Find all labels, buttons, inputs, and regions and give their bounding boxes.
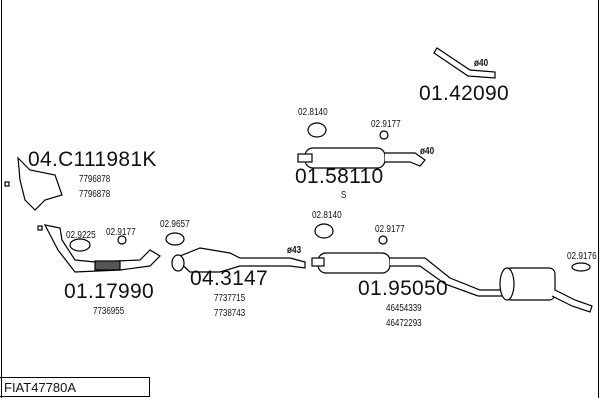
part-ref: 7736955 [93,306,125,317]
diameter-label: ø43 [287,245,302,256]
front-pipe-01-17990 [37,224,161,273]
accessory-label[interactable]: 02.9177 [371,119,401,130]
part-number[interactable]: 01.42090 [419,82,509,105]
part-ref: 7796878 [79,189,111,200]
part-ref: 7737715 [214,293,246,304]
part-number[interactable]: 04.C111981K [28,148,157,171]
accessory-label[interactable]: 02.9225 [66,230,96,241]
part-ref: 46454339 [386,303,422,314]
part-number[interactable]: 04.3147 [190,267,269,290]
part-ref: 46472293 [386,318,422,329]
rear-section-01-95050 [311,223,593,313]
accessory-label[interactable]: 02.9177 [106,227,136,238]
part-number[interactable]: 01.58110 [295,165,384,188]
catalyst-04-3147 [165,232,306,273]
diameter-label: ø40 [420,146,435,157]
accessory-label[interactable]: 02.9176 [567,251,597,262]
accessory-label[interactable]: 02.9657 [160,219,190,230]
diagram-code: FIAT47780A [0,377,150,397]
part-number[interactable]: 01.17990 [64,280,154,303]
pipe-01-42090 [433,47,496,79]
part-ref: S [341,190,347,201]
diameter-label: ø40 [474,58,489,69]
manifold-04-C111981K [4,156,63,211]
part-ref: 7738743 [214,308,246,319]
accessory-label[interactable]: 02.8140 [312,210,342,221]
accessory-label[interactable]: 02.8140 [298,107,328,118]
part-number[interactable]: 01.95050 [358,277,448,300]
silencer-01-58110 [297,122,426,169]
accessory-label[interactable]: 02.9177 [375,224,405,235]
part-ref: 7796878 [79,174,111,185]
